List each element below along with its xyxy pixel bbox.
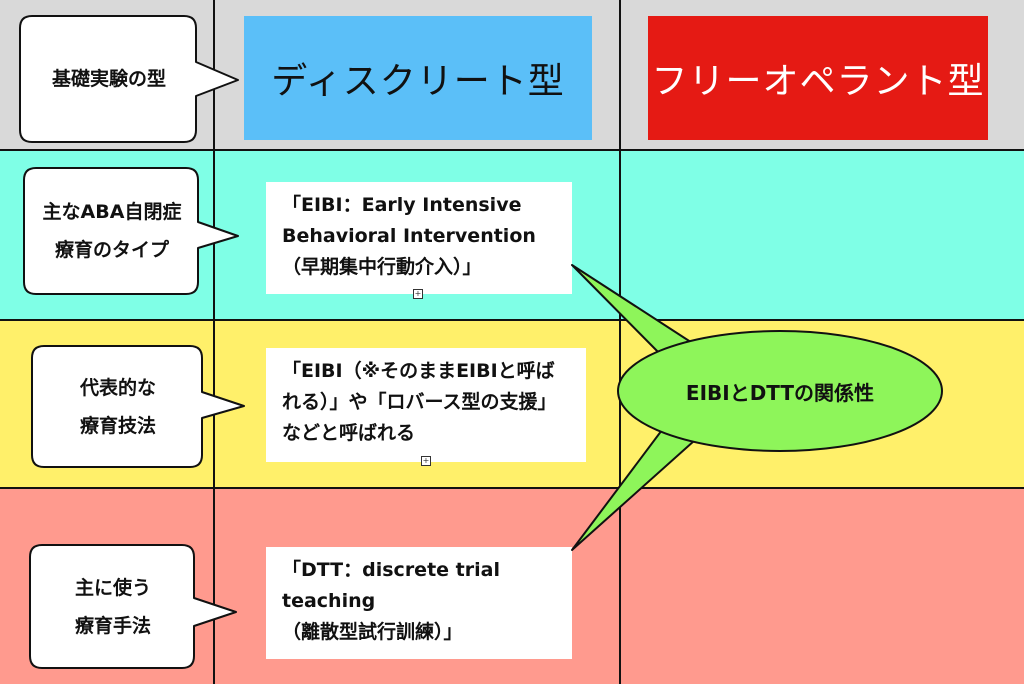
row-label-technique: 代表的な 療育技法 <box>79 376 156 437</box>
callout-bubble-method <box>29 544 237 669</box>
cell-main-method: 「DTT：discrete trial teaching （離散型試行訓練）」 <box>266 547 572 659</box>
row-label-method: 主に使う 療育手法 <box>74 576 151 637</box>
cell-representative-technique: 「EIBI（※そのままEIBIと呼ば れる）」や「ロバース型の支援」 などと呼ば… <box>266 348 586 462</box>
relation-label: EIBIとDTTの関係性 <box>685 380 875 405</box>
callout-bubble-aba-type <box>23 167 239 295</box>
relation-pointer-bottom <box>571 421 705 551</box>
expand-icon[interactable]: + <box>421 456 431 466</box>
callout-bubble-technique <box>31 345 245 468</box>
discrete-header: ディスクリート型 <box>244 16 592 140</box>
free-operant-header: フリーオペラント型 <box>648 16 988 140</box>
discrete-header-label: ディスクリート型 <box>271 61 565 102</box>
grid-horizontal-line-1 <box>0 149 1024 151</box>
grid-vertical-line-2 <box>619 0 621 684</box>
grid-vertical-line-1 <box>213 0 215 684</box>
cell-aba-type: 「EIBI：Early Intensive Behavioral Interve… <box>266 182 572 294</box>
free-operant-header-label: フリーオペラント型 <box>651 61 985 102</box>
relation-ellipse <box>617 330 943 452</box>
callout-bubble-base-type <box>19 15 239 143</box>
grid-horizontal-line-3 <box>0 487 1024 489</box>
row-label-aba-type: 主なABA自閉症 療育のタイプ <box>42 201 182 261</box>
row-label-base-type: 基礎実験の型 <box>51 68 166 90</box>
grid-horizontal-line-2 <box>0 319 1024 321</box>
expand-icon[interactable]: + <box>413 289 423 299</box>
